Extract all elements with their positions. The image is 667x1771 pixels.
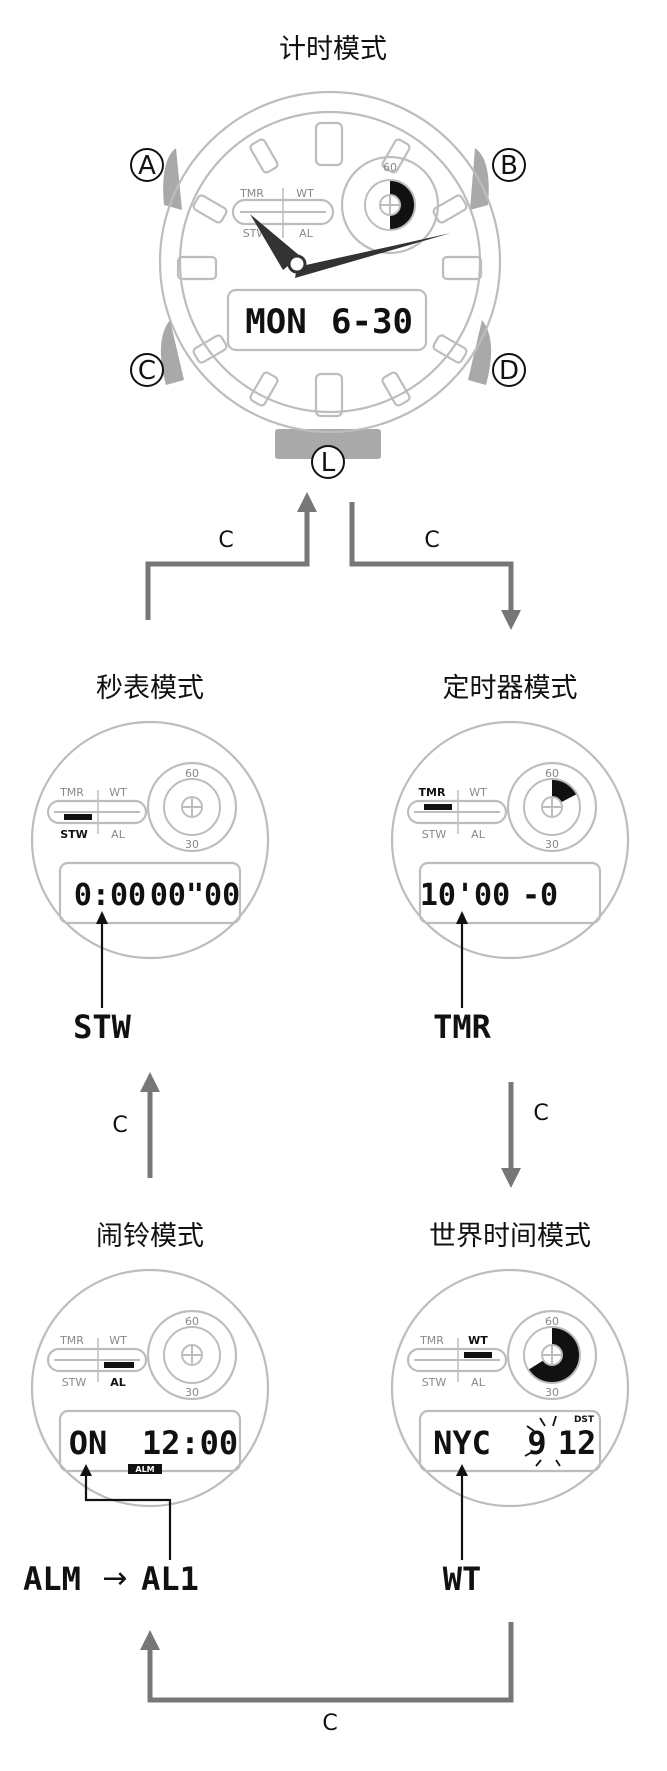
button-d-label: D — [499, 356, 519, 386]
tmr-indicator-bar — [424, 804, 452, 810]
svg-text:AL: AL — [110, 1376, 126, 1389]
watch-case — [158, 90, 502, 434]
alm-badge — [128, 1464, 162, 1474]
svg-text:TMR: TMR — [59, 786, 84, 799]
transition-label-2: C — [424, 528, 439, 553]
svg-text:60: 60 — [185, 767, 199, 780]
svg-text:WT: WT — [109, 1334, 127, 1347]
arrow-stopwatch-to-timekeeping — [145, 492, 317, 620]
mode-title-timer: 定时器模式 — [443, 673, 578, 704]
al-indicator-bar — [104, 1362, 134, 1368]
svg-text:60: 60 — [185, 1315, 199, 1328]
svg-text:WT: WT — [468, 1334, 488, 1347]
watch-timer: TMR WT STW AL 60 30 10'00 -0 — [390, 720, 630, 1008]
alm-badge-text: ALM — [135, 1465, 154, 1474]
svg-text:TMR: TMR — [419, 1334, 444, 1347]
timer-lcd — [418, 861, 602, 925]
alarm-lcd-time: 12:00 — [142, 1424, 238, 1462]
worldtime-lcd-hour: 9 — [527, 1424, 546, 1462]
callout-stw: STW — [73, 1008, 132, 1046]
arrow-worldtime-to-alarm — [140, 1622, 514, 1703]
svg-text:STW: STW — [60, 828, 88, 841]
subdial — [340, 155, 440, 255]
wt-indicator-bar — [464, 1352, 492, 1358]
minute-hand — [295, 233, 451, 278]
callout-al1: AL1 — [141, 1560, 199, 1598]
subdial-60: 60 — [383, 161, 397, 174]
mode-title-alarm: 闹铃模式 — [96, 1221, 204, 1252]
mode-title-stopwatch: 秒表模式 — [96, 673, 204, 704]
indicator-wt: WT — [296, 187, 314, 200]
worldtime-lcd-city: NYC — [433, 1424, 491, 1462]
button-a-shape — [163, 148, 182, 210]
timer-lcd-time: 10'00 — [420, 878, 510, 913]
button-c-shape — [160, 320, 184, 385]
timer-lcd-seconds: -0 — [522, 878, 558, 913]
alarm-lcd-status: ON — [69, 1424, 108, 1462]
mode-title-worldtime: 世界时间模式 — [429, 1221, 591, 1252]
watch-main: TMR WT STW AL 60 MON 6-30 A B C D L — [130, 90, 526, 479]
callout-wt: WT — [443, 1560, 482, 1598]
hand-pin — [287, 254, 307, 274]
transition-label-1: C — [218, 528, 233, 553]
button-d-shape — [468, 320, 492, 385]
main-lcd-day: MON — [245, 302, 306, 342]
subdial-fill — [390, 180, 415, 230]
transition-label-5: C — [322, 1711, 337, 1736]
indicator-al: AL — [299, 227, 314, 240]
watch-alarm: TMR WT STW AL 60 30 ON 12:00 ALM — [30, 1268, 270, 1560]
main-lcd-date: 6-30 — [331, 302, 413, 342]
indicator-tmr: TMR — [239, 187, 264, 200]
svg-text:STW: STW — [422, 828, 447, 841]
button-c-label: C — [138, 356, 156, 386]
svg-text:TMR: TMR — [419, 786, 446, 799]
transition-label-4: C — [533, 1101, 548, 1126]
button-l-shape — [275, 429, 381, 459]
stopwatch-lcd-time: 0:00 — [74, 878, 146, 913]
button-b-label: B — [500, 151, 518, 181]
dst-indicator: DST — [574, 1415, 595, 1425]
svg-text:TMR: TMR — [59, 1334, 84, 1347]
stopwatch-lcd-seconds: 00"00 — [150, 878, 240, 913]
svg-text:30: 30 — [545, 838, 559, 851]
button-l-label: L — [321, 448, 336, 478]
svg-text:WT: WT — [469, 786, 487, 799]
watch-stopwatch: TMR WT STW AL 60 30 0:00 00"00 — [30, 720, 270, 1008]
svg-text:STW: STW — [62, 1376, 87, 1389]
mode-title-timekeeping: 计时模式 — [279, 34, 387, 65]
worldtime-lcd-minute: 12 — [558, 1424, 597, 1462]
svg-text:30: 30 — [185, 1386, 199, 1399]
callout-tmr: TMR — [433, 1008, 492, 1046]
svg-text:AL: AL — [471, 828, 486, 841]
main-lcd — [226, 288, 428, 352]
svg-text:AL: AL — [111, 828, 126, 841]
stopwatch-lcd — [58, 861, 242, 925]
hour-hand — [250, 214, 300, 270]
callout-alm: ALM — [23, 1560, 81, 1598]
watch-worldtime: TMR WT STW AL 60 30 NYC 9 12 DST — [390, 1268, 630, 1560]
transition-label-3: C — [112, 1113, 127, 1138]
svg-text:30: 30 — [545, 1386, 559, 1399]
svg-text:60: 60 — [545, 1315, 559, 1328]
svg-text:60: 60 — [545, 767, 559, 780]
svg-text:WT: WT — [109, 786, 127, 799]
stw-indicator-bar — [64, 814, 92, 820]
svg-text:AL: AL — [471, 1376, 486, 1389]
flash-marks — [524, 1415, 561, 1467]
button-a-label: A — [138, 151, 156, 181]
callout-arrow: → — [102, 1561, 127, 1596]
svg-text:STW: STW — [422, 1376, 447, 1389]
svg-text:30: 30 — [185, 838, 199, 851]
arrow-timekeeping-to-timer — [349, 502, 521, 630]
worldtime-lcd — [418, 1409, 602, 1473]
